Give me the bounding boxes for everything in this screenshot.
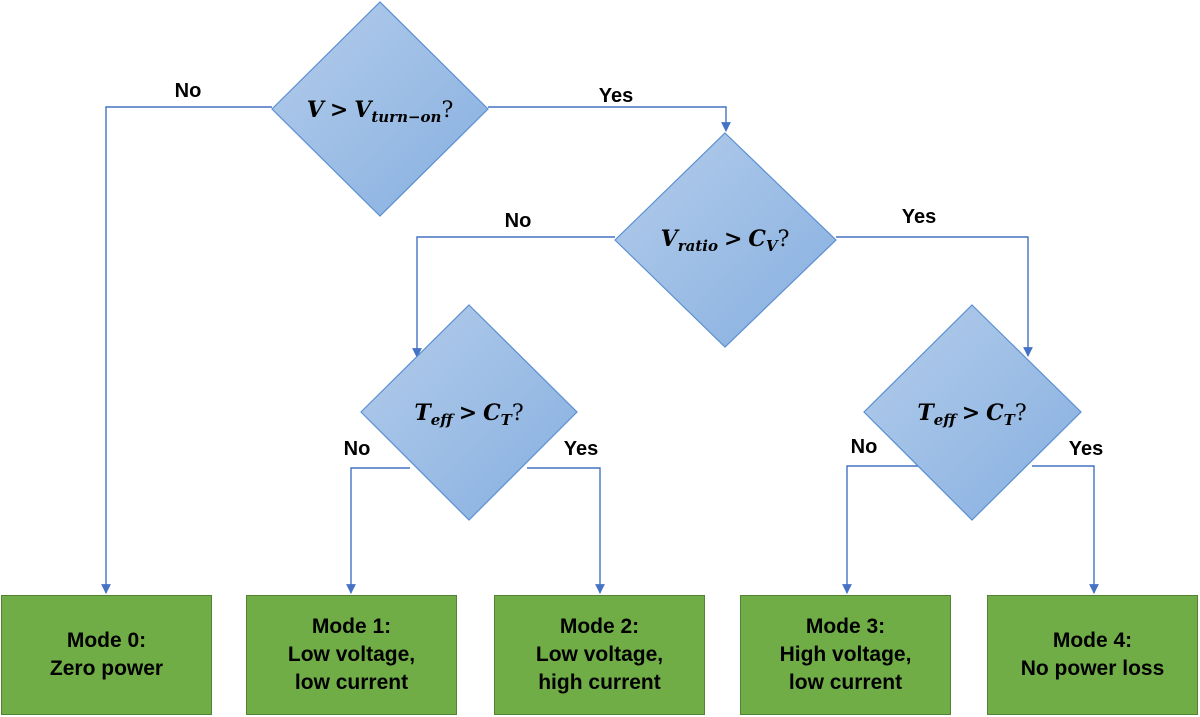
branch-label-d4-no: No xyxy=(851,436,878,458)
decision-diamond-voltage-ratio xyxy=(614,132,837,348)
mode-title: Mode 0: xyxy=(66,629,147,652)
mode-description: low current xyxy=(788,671,903,694)
branch-label-d4-yes: Yes xyxy=(1069,438,1103,460)
branch-label-d1-yes: Yes xyxy=(599,85,633,107)
connector-d2-yes xyxy=(836,236,1033,357)
mode-description: Low voltage, xyxy=(535,643,664,666)
mode-description: Low voltage, xyxy=(287,643,416,666)
mode-title: Mode 2: xyxy=(559,615,640,638)
connector-d4-yes xyxy=(1032,465,1099,594)
connector-d1-yes xyxy=(488,106,731,132)
decision-2-text: Vratio>CV? xyxy=(661,226,790,255)
decision-diamond-teff-left xyxy=(360,304,578,521)
connector-d3-no xyxy=(346,467,410,594)
decision-4-text: Teff>CT? xyxy=(917,400,1026,429)
mode-title: Mode 3: xyxy=(805,615,886,638)
branch-label-d2-no: No xyxy=(505,210,532,232)
mode-description: Zero power xyxy=(49,657,164,680)
mode-title: Mode 4: xyxy=(1052,629,1133,652)
branch-label-d3-yes: Yes xyxy=(564,438,598,460)
mode-description: No power loss xyxy=(1020,657,1165,680)
mode-description: high current xyxy=(538,671,661,694)
decision-diamond-teff-right xyxy=(863,304,1082,521)
mode-box-1: Mode 1: Low voltage, low current xyxy=(246,595,457,715)
mode-description: High voltage, xyxy=(779,643,912,666)
mode-box-2: Mode 2: Low voltage, high current xyxy=(494,595,705,715)
decision-1-text: V>Vturn−on? xyxy=(307,97,454,126)
branch-label-d1-no: No xyxy=(175,80,202,102)
decision-diamond-voltage-turn-on xyxy=(271,1,489,217)
connector-d4-no xyxy=(842,465,918,594)
branch-label-d2-yes: Yes xyxy=(902,206,936,228)
mode-title: Mode 1: xyxy=(311,615,392,638)
mode-box-0: Mode 0: Zero power xyxy=(1,595,212,715)
mode-box-3: Mode 3: High voltage, low current xyxy=(740,595,951,715)
branch-label-d3-no: No xyxy=(344,438,371,460)
connector-d2-no xyxy=(412,236,615,358)
mode-box-4: Mode 4: No power loss xyxy=(987,595,1198,715)
connector-d3-yes xyxy=(527,467,605,594)
decision-3-text: Teff>CT? xyxy=(414,400,523,429)
mode-description: low current xyxy=(294,671,409,694)
connector-d1-no xyxy=(101,106,272,594)
